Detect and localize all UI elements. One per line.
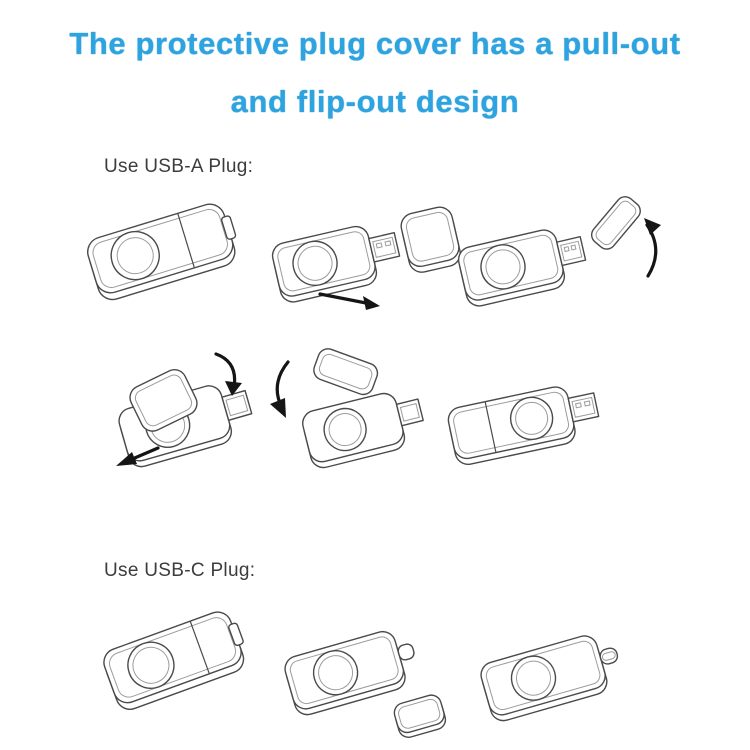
figure-usba-step6 <box>436 358 651 475</box>
device-body <box>457 229 587 307</box>
title-line-2: and flip-out design <box>230 84 520 119</box>
illustration-cover-flipped-open <box>457 196 661 307</box>
illustration-cover-pulled-out <box>271 206 461 310</box>
folded-cover <box>129 369 198 432</box>
figure-usba-step1 <box>68 196 253 316</box>
pull-arrow-icon <box>318 292 380 310</box>
title-line-1: The protective plug cover has a pull-out <box>69 26 681 61</box>
figure-usba-step4 <box>96 340 281 480</box>
slide-arrow-icon <box>116 446 160 466</box>
illustration-usbc-plug-exposed <box>480 635 619 722</box>
illustration-usba-plug-exposed <box>447 386 600 466</box>
flipped-cover <box>590 196 641 250</box>
illustration-device-closed <box>87 203 237 301</box>
device-body <box>87 203 237 301</box>
device-body <box>480 635 619 722</box>
rotate-down-arrow-icon <box>214 352 242 396</box>
rotate-up-arrow-icon <box>644 218 661 278</box>
figure-usba-step2 <box>262 198 467 321</box>
device-body <box>103 611 245 710</box>
illustration-cap-removed <box>284 630 447 738</box>
page-title: The protective plug cover has a pull-out… <box>0 28 750 144</box>
illustration-device-closed <box>103 611 245 710</box>
figure-usbc-step1 <box>84 598 279 733</box>
figure-usba-step3 <box>448 178 666 318</box>
device-body <box>447 386 600 466</box>
section-label-usbc: Use USB-C Plug: <box>104 560 256 581</box>
flipping-cover <box>313 348 379 396</box>
figure-usba-step5 <box>258 336 443 481</box>
device-body <box>284 630 415 716</box>
illustration-cover-flipping-down <box>270 348 424 469</box>
device-body <box>271 206 461 303</box>
removed-cap <box>393 694 447 738</box>
figure-usbc-step2 <box>268 600 473 750</box>
section-label-usba: Use USB-A Plug: <box>104 156 254 177</box>
illustration-cover-folded-on-top <box>116 352 253 468</box>
rotate-down-arrow-icon <box>270 360 290 418</box>
figure-usbc-step3 <box>462 602 662 742</box>
device-body <box>302 392 424 469</box>
